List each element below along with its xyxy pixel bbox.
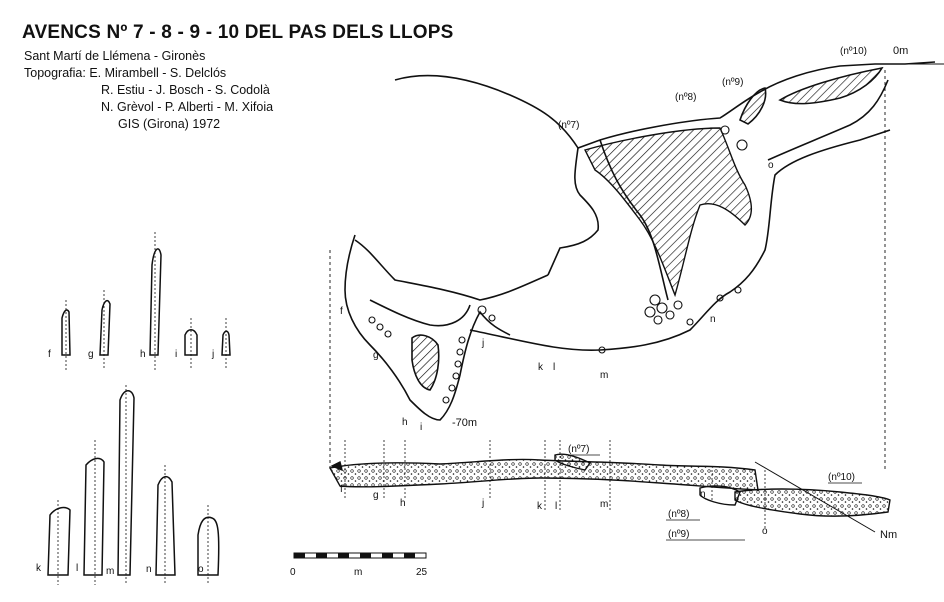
credits-line-4: GIS (Girona) 1972 <box>118 117 221 131</box>
cross-section-n <box>155 476 176 576</box>
profile-depth: -70m <box>452 417 477 429</box>
diagram-title: AVENCS Nº 7 - 8 - 9 - 10 DEL PAS DELS LL… <box>22 22 454 43</box>
plan-view <box>328 440 891 533</box>
profile-datum: 0m <box>893 45 908 57</box>
plan-label-n8: (nº8) <box>668 509 689 520</box>
credits-line-1: Topografia: E. Mirambell - S. Delclós <box>24 66 227 80</box>
cross-section-g <box>99 299 111 356</box>
section-reference-lines <box>329 70 886 470</box>
profile-labels: (nº7) (nº8) (nº9) (nº10) 0m -70m f g h i… <box>340 45 908 433</box>
cross-section-h <box>149 248 162 356</box>
passage-roof <box>767 79 889 161</box>
profile-label-n7: (nº7) <box>558 120 579 131</box>
plan-letter-o: o <box>762 526 768 537</box>
cs-label-m: m <box>106 566 114 577</box>
credits-line-2: R. Estiu - J. Bosch - S. Codolà <box>101 83 270 97</box>
entrance-9-block <box>739 87 767 125</box>
cs-label-j: j <box>211 349 214 360</box>
cross-section-o <box>197 516 220 576</box>
plan-passage-east <box>734 488 891 517</box>
cs-label-f: f <box>48 349 51 360</box>
plan-letter-n: n <box>700 489 706 500</box>
passage-floor <box>469 129 891 352</box>
profile-letter-j: j <box>481 338 484 349</box>
profile-letter-h: h <box>402 417 408 428</box>
plan-label-n9: (nº9) <box>668 529 689 540</box>
cs-label-n: n <box>146 564 152 575</box>
profile-letter-o: o <box>768 160 774 171</box>
plan-north-arrow <box>754 461 876 533</box>
cross-section-l <box>83 457 105 576</box>
profile-letter-n: n <box>710 314 716 325</box>
surface-line <box>394 61 936 149</box>
cross-section-m <box>117 390 135 576</box>
cs-label-l: l <box>76 563 78 574</box>
profile-letter-k: k <box>538 362 544 373</box>
cross-section-f <box>61 309 71 356</box>
cross-sections <box>47 232 231 585</box>
boulders <box>368 125 748 404</box>
plan-entrance-n9 <box>699 485 741 506</box>
profile-letter-f: f <box>340 306 343 317</box>
plan-label-n7: (nº7) <box>568 444 589 455</box>
plan-label-n10: (nº10) <box>828 472 855 483</box>
entrance-10-block <box>778 66 884 105</box>
cs-label-h: h <box>140 349 146 360</box>
plan-letter-h: h <box>400 498 406 509</box>
plan-passage <box>328 458 759 491</box>
profile-label-n10: (nº10) <box>840 46 867 57</box>
plan-north-label: Nm <box>880 529 897 541</box>
cross-section-labels: f g h i j k l m n o <box>36 349 214 577</box>
plan-letter-k: k <box>537 501 543 512</box>
profile-section <box>329 61 944 470</box>
credits-block: Sant Martí de Llémena - Gironès Topograf… <box>24 48 273 133</box>
scale-end: 25 <box>416 567 428 578</box>
plan-entrance-marker <box>330 460 344 472</box>
profile-letter-l: l <box>553 362 555 373</box>
shaft-block <box>411 334 440 391</box>
western-shaft <box>344 234 511 421</box>
cross-section-j <box>221 330 231 356</box>
plan-letter-g: g <box>373 490 379 501</box>
scale-bar: 0 m 25 <box>290 552 428 578</box>
scale-unit: m <box>354 567 362 578</box>
cs-label-g: g <box>88 349 94 360</box>
profile-letter-m: m <box>600 370 608 381</box>
location-text: Sant Martí de Llémena - Gironès <box>24 49 206 63</box>
rock-mass <box>583 127 753 298</box>
plan-labels: (nº7) (nº8) (nº9) (nº10) f g h j k l m n… <box>340 444 897 541</box>
cross-section-i <box>184 329 198 356</box>
plan-letter-j: j <box>481 498 484 509</box>
cs-label-k: k <box>36 563 42 574</box>
credits-line-3: N. Grèvol - P. Alberti - M. Xifoia <box>101 100 274 114</box>
cs-label-o: o <box>198 564 204 575</box>
profile-letter-g: g <box>373 350 379 361</box>
plan-letter-l: l <box>555 501 557 512</box>
profile-label-n9: (nº9) <box>722 77 743 88</box>
plan-letter-f: f <box>340 484 343 495</box>
scale-start: 0 <box>290 567 296 578</box>
profile-letter-i: i <box>420 422 422 433</box>
cs-label-i: i <box>175 349 177 360</box>
cross-section-k <box>47 506 71 576</box>
shaft-inner-wall <box>369 299 471 327</box>
profile-label-n8: (nº8) <box>675 92 696 103</box>
plateau-outline <box>354 239 549 301</box>
plan-letter-m: m <box>600 499 608 510</box>
